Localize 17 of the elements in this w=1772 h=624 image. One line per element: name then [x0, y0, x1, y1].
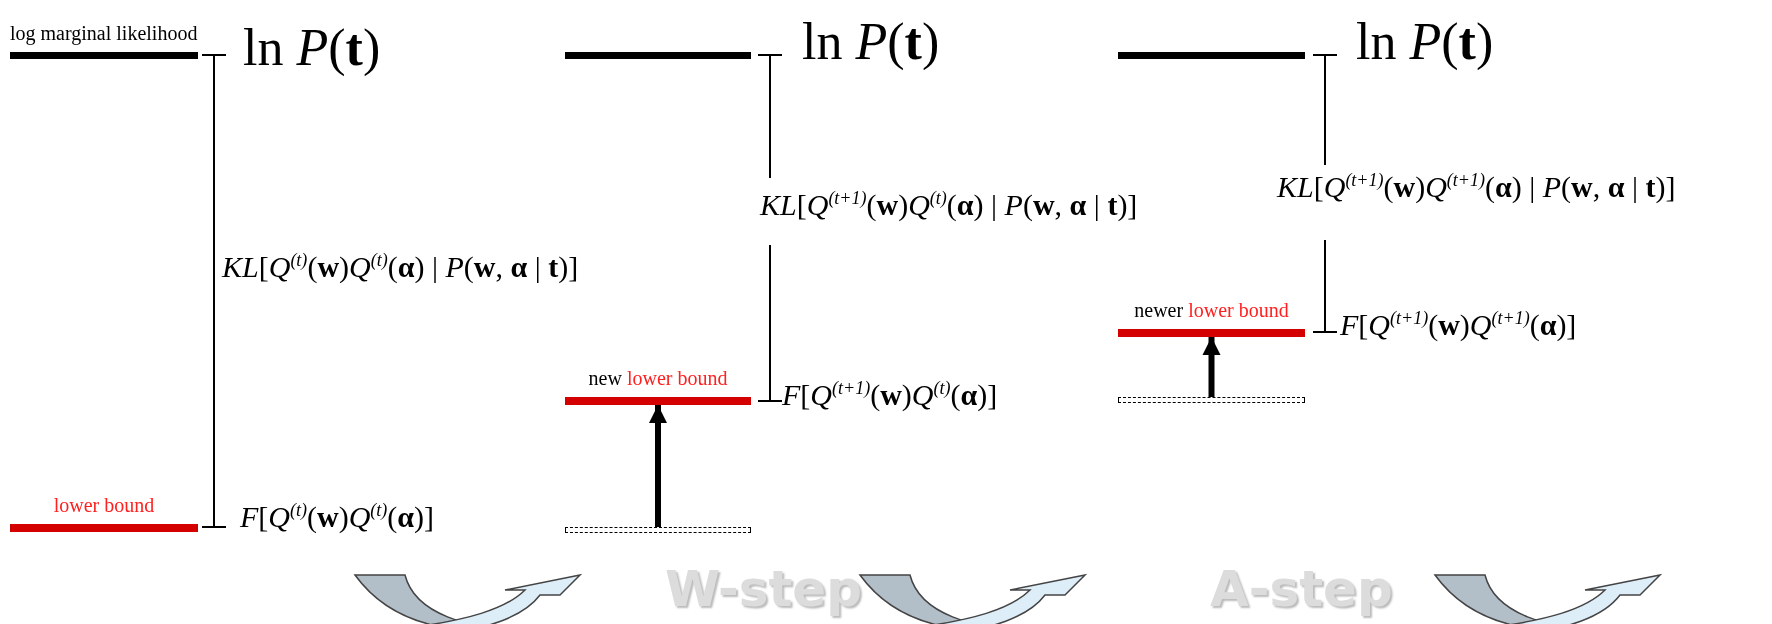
step-label: A-step: [1210, 560, 1393, 618]
formula: F[Q$^{(t+1)}$(w)Q$^{(t+1)}$(α)]: [1340, 308, 1577, 342]
formula: ln P(t): [243, 18, 381, 77]
level-label: lower bound: [52, 494, 156, 517]
formula: KL[Q$^{(t+1)}$(w)Q$^{(t+1)}$(α) | P(w, α | t)]: [1277, 170, 1676, 204]
level-label: new lower bound: [587, 367, 729, 390]
level-label: newer lower bound: [1133, 299, 1290, 322]
level-label: log marginal likelihood: [10, 22, 198, 45]
arrow: [649, 405, 667, 527]
step-label: W-step: [665, 560, 863, 618]
formula: ln P(t): [802, 12, 940, 71]
formula: F[Q$^{(t+1)}$(w)Q$^{(t)}$(α)]: [782, 378, 998, 412]
formula: F[Q$^{(t)}$(w)Q$^{(t)}$(α)]: [240, 500, 435, 534]
formula: KL[Q$^{(t)}$(w)Q$^{(t)}$(α) | P(w, α | t)]: [222, 250, 579, 284]
formula: KL[Q$^{(t+1)}$(w)Q$^{(t)}$(α) | P(w, α | t)]: [760, 188, 1138, 222]
arrow: [1202, 337, 1221, 397]
formula: ln P(t): [1356, 12, 1494, 71]
